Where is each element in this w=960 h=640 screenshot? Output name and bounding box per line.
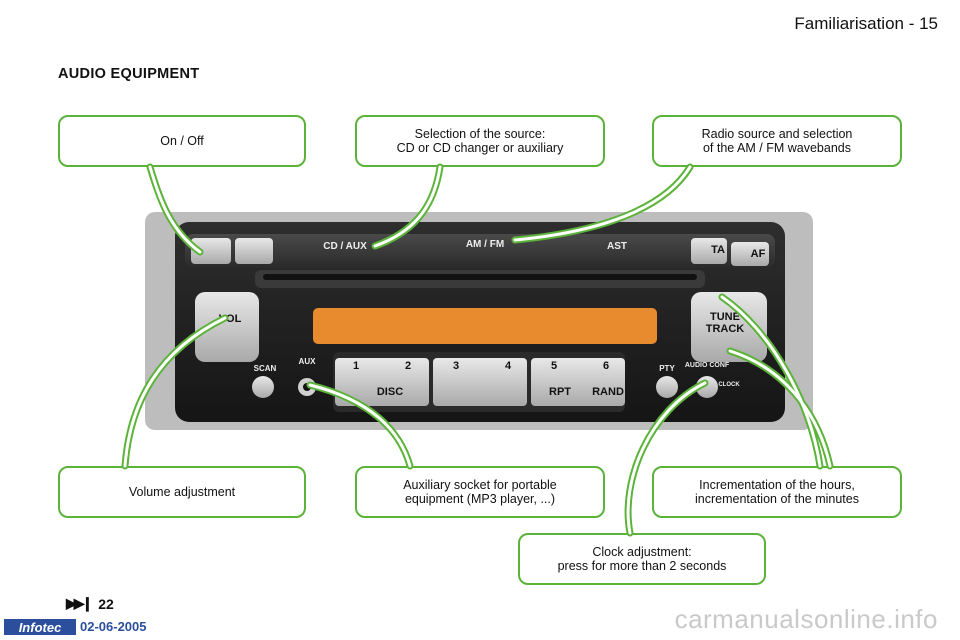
callout-volume: Volume adjustment: [58, 466, 306, 518]
watermark: carmanualsonline.info: [674, 604, 938, 634]
am-fm-label: AM / FM: [465, 239, 505, 250]
brand-logo: Infotec: [4, 619, 76, 635]
scan-button: [252, 376, 274, 398]
preset-3: 3: [452, 360, 460, 372]
af-button: [731, 242, 769, 266]
aux-label: AUX: [298, 357, 316, 366]
pty-button: [656, 376, 678, 398]
preset-6: 6: [602, 360, 610, 372]
power-button: [191, 238, 231, 264]
audio-conf-label: AUDIO CONF: [684, 362, 730, 369]
tune-label: TUNE: [710, 311, 740, 323]
disc-label: DISC: [376, 386, 404, 398]
callout-radio: Radio source and selection of the AM / F…: [652, 115, 902, 167]
preset-4: 4: [504, 360, 512, 372]
display-screen: [313, 308, 657, 344]
scan-label: SCAN: [253, 364, 277, 373]
ta-label: TA: [711, 244, 725, 256]
cd-aux-label: CD / AUX: [323, 241, 367, 252]
callout-on-off: On / Off: [58, 115, 306, 167]
af-label: AF: [750, 248, 766, 260]
clock-label: CLOCK: [718, 382, 740, 388]
publication-date: 02-06-2005: [80, 619, 147, 634]
callout-clock: Clock adjustment: press for more than 2 …: [518, 533, 766, 585]
page-reference[interactable]: ▶▶❙ 22: [66, 595, 114, 612]
preset-1: 1: [352, 360, 360, 372]
callout-source: Selection of the source: CD or CD change…: [355, 115, 605, 167]
rpt-label: RPT: [549, 386, 571, 398]
track-label: TRACK: [705, 323, 745, 335]
callout-aux-socket: Auxiliary socket for portable equipment …: [355, 466, 605, 518]
vol-label: VOL: [218, 313, 242, 325]
rand-label: RAND: [592, 386, 624, 398]
skip-forward-icon: ▶▶❙: [66, 595, 93, 611]
callout-increment: Incrementation of the hours, incrementat…: [652, 466, 902, 518]
pty-label: PTY: [659, 364, 675, 373]
page-reference-number: 22: [98, 595, 114, 612]
section-title: AUDIO EQUIPMENT: [58, 66, 200, 82]
eject-button: [235, 238, 273, 264]
ast-label: AST: [607, 241, 627, 252]
page-header: Familiarisation - 15: [794, 14, 938, 33]
preset-2: 2: [404, 360, 412, 372]
volume-button: [195, 292, 259, 362]
preset-5: 5: [550, 360, 558, 372]
ta-button: [691, 238, 727, 264]
